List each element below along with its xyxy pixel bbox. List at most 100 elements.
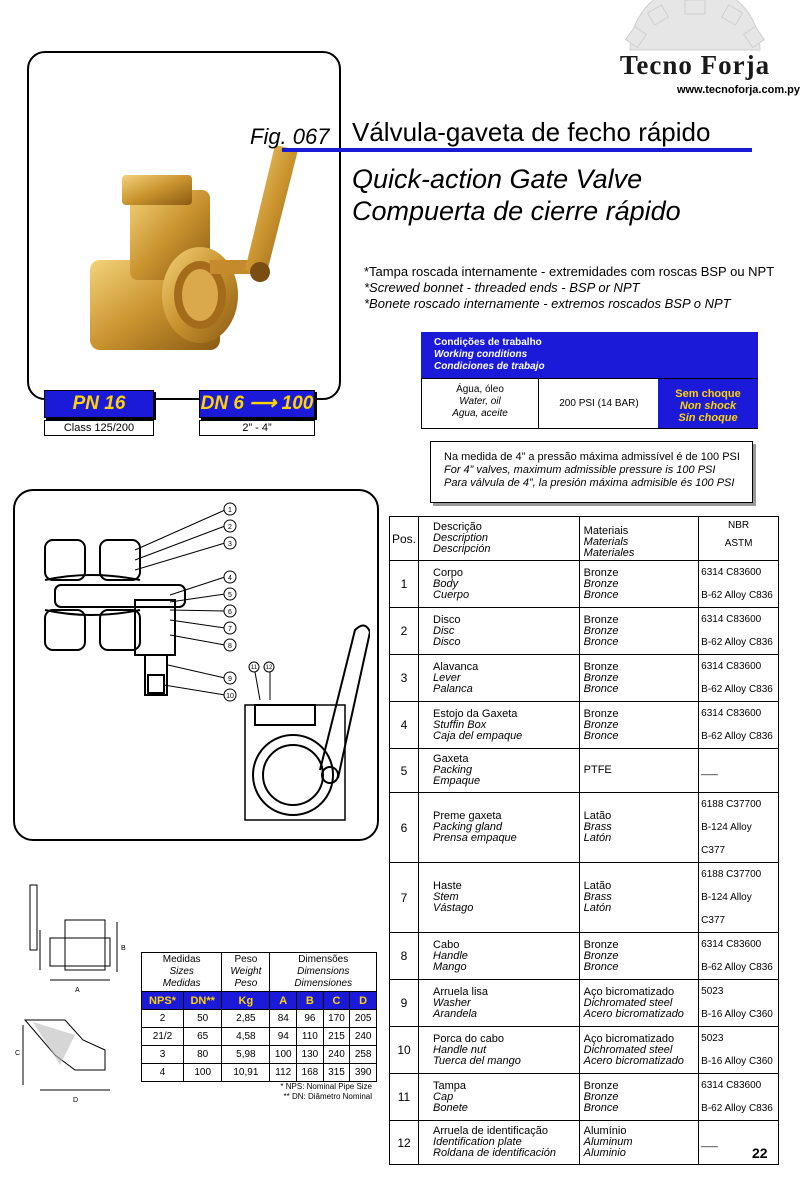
parts-desc-line: Palanca [433,682,473,695]
sectional-drawing [44,509,370,821]
dims-group-dimensions: Dimensões Dimensions Dimensiones [269,952,377,992]
parts-mat-line: Bronce [583,635,619,648]
parts-mat-line: Bronce [583,682,619,695]
dims-cell: 110 [296,1027,324,1046]
callout-4: 4 [228,575,232,582]
feature-en: *Screwed bonnet - threaded ends - BSP or… [364,280,640,295]
parts-mat-line: Brass [583,891,612,903]
dims-column-header: NPS* DN** Kg A B C D [140,991,377,1010]
parts-desc-line: Alavanca [433,660,479,673]
dims-cell: 21/2 [140,1027,185,1046]
dims-cell: 2,85 [221,1009,271,1028]
dims-cell: 5,98 [221,1045,271,1064]
parts-header-desc: Descrição Description Descripción [418,516,580,561]
parts-desc-line: Arruela de identificação [433,1125,548,1137]
parts-pos: 1 [388,560,420,608]
hdr-desc-pt: Descrição [433,521,482,533]
parts-pos: 12 [388,1120,420,1165]
footnote-dn: ** DN: Diâmetro Nominal [283,1092,372,1101]
dims-dim-pt: Dimensões [298,954,349,965]
parts-header: Pos. Descrição Description Descripción M… [388,516,779,561]
working-conditions-body: Água, óleo Water, oil Agua, aceite 200 P… [421,378,758,429]
dims-group-header: Medidas Sizes Medidas Peso Weight Peso D… [140,952,377,992]
dims-cell: 258 [349,1045,377,1064]
parts-desc-line: Porca do cabo [433,1032,504,1045]
parts-standard-line: 6314 C83600 [701,939,762,950]
dims-cell: 50 [183,1009,223,1028]
valve-photo [90,145,298,350]
parts-standard-line: B-124 Alloy C377 [701,892,752,926]
callout-5: 5 [228,592,232,599]
dims-peso-pt: Peso [234,954,258,965]
callout-numbers-lever: 11 12 [248,661,275,673]
parts-desc-line: Vástago [433,902,474,914]
parts-mat: PTFE [578,748,700,793]
col-c: C [322,991,351,1010]
hdr-desc-es: Descripción [433,543,491,555]
brand-url[interactable]: www.tecnoforja.com.py [676,84,800,96]
dims-cell: 168 [296,1063,324,1082]
dims-cell: 112 [269,1063,298,1082]
parts-standard-line: B-62 Alloy C836 [701,590,773,601]
parts-desc-line: Packing [433,764,473,776]
parts-pos-line: 8 [400,949,408,963]
parts-desc-line: Bonete [433,1101,468,1114]
dims-cell: 240 [322,1045,351,1064]
dims-cell: 240 [349,1027,377,1046]
parts-pos-line: 1 [400,577,408,591]
callout-12: 12 [266,665,273,671]
parts-mat-line: Bronze [583,577,619,590]
parts-mat-line: Acero bicromatizado [583,1054,684,1067]
parts-pos-line: 12 [397,1135,411,1150]
parts-mat-line: Bronze [583,566,619,579]
parts-standard-line: B-62 Alloy C836 [701,637,773,648]
parts-desc-line: Arruela lisa [433,985,489,998]
dims-cell: 80 [183,1045,223,1064]
dims-cell: 100 [269,1045,298,1064]
parts-pos: 4 [388,701,420,749]
parts-desc-line: Packing gland [433,821,503,833]
note-es: Para válvula de 4”, la presión máxima ad… [444,477,735,489]
parts-desc-line: Cabo [433,938,460,951]
parts-pos: 6 [388,792,420,863]
dim-label-a: A [75,987,80,994]
parts-desc-line: Stuffin Box [433,718,487,731]
dimensions-table: Medidas Sizes Medidas Peso Weight Peso D… [140,952,377,1082]
hdr-desc-en: Description [433,532,489,544]
parts-table: Pos. Descrição Description Descripción M… [388,516,779,1165]
dims-cell: 215 [322,1027,351,1046]
parts-desc-line: Caja del empaque [433,729,523,742]
parts-desc-line: Preme gaxeta [433,810,502,822]
wc-shock: Sem choque Non shock Sin choque [658,379,758,428]
wc-media: Água, óleo Water, oil Agua, aceite [422,384,538,420]
parts-desc-line: Roldana de identificación [433,1147,556,1159]
title-spanish: Compuerta de cierre rápido [352,196,681,226]
parts-mat-line: Bronze [583,1090,619,1103]
dims-cell: 100 [183,1063,223,1082]
wc-header-pt: Condições de trabalho [434,337,542,348]
parts-mat-line: Bronze [583,624,619,637]
wc-media-es: Agua, aceite [452,408,508,419]
parts-mat-line: Aluminio [583,1147,626,1159]
dims-medidas-pt: Medidas [162,954,201,965]
parts-pos-line: 7 [400,890,408,905]
